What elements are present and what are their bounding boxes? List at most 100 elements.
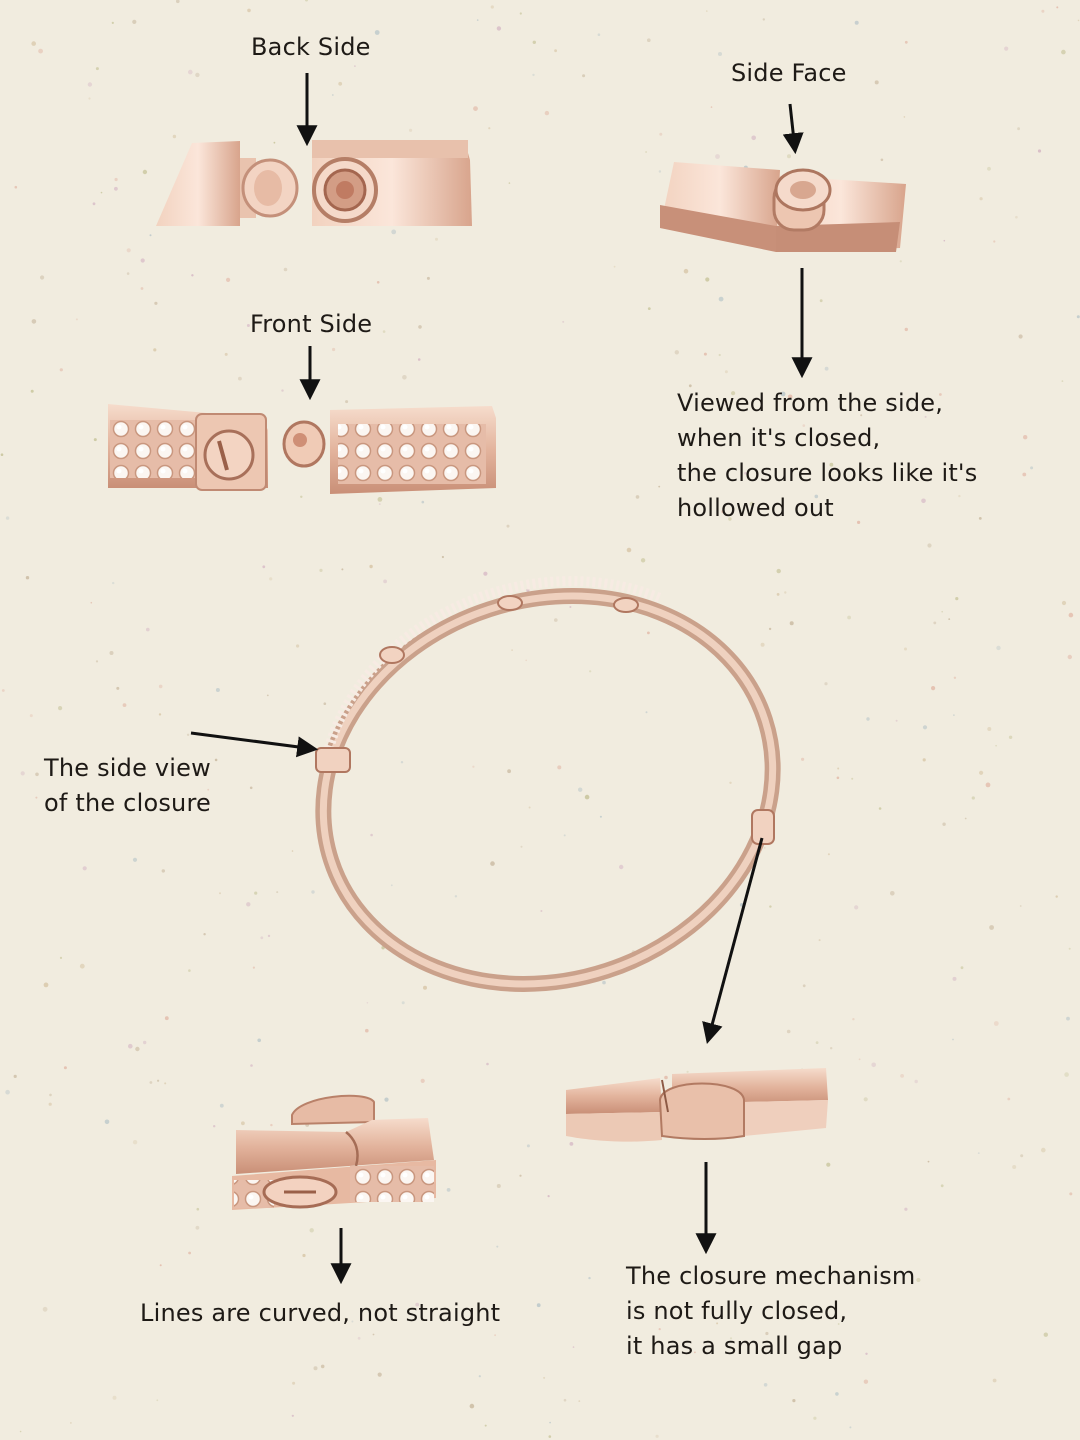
speckle — [716, 1322, 719, 1325]
speckle — [300, 495, 303, 498]
speckle — [1066, 1016, 1070, 1021]
speckle — [494, 1334, 496, 1337]
speckle — [158, 684, 163, 689]
speckle — [5, 516, 10, 520]
speckle — [854, 905, 859, 910]
speckle — [688, 384, 692, 388]
speckle — [446, 1188, 451, 1192]
speckle — [729, 781, 732, 784]
speckle — [525, 659, 527, 662]
speckle — [95, 67, 99, 71]
speckle — [544, 110, 550, 116]
speckle — [122, 703, 127, 707]
speckle — [354, 65, 356, 67]
speckle — [114, 186, 118, 191]
speckle — [835, 1392, 839, 1396]
speckle — [377, 497, 383, 502]
speckle — [645, 151, 647, 153]
speckle — [390, 884, 393, 887]
speckle — [401, 1001, 405, 1005]
speckle — [640, 558, 646, 563]
speckle — [0, 453, 4, 457]
speckle — [149, 1081, 153, 1084]
speckle — [763, 1383, 768, 1387]
speckle — [995, 744, 997, 747]
speckle — [765, 1331, 769, 1336]
bangle-image — [315, 576, 781, 992]
speckle — [454, 895, 458, 898]
speckle — [776, 593, 780, 596]
speckle — [554, 49, 557, 53]
speckle — [158, 713, 162, 716]
speckle — [1015, 215, 1018, 219]
speckle — [520, 845, 523, 848]
speckle — [63, 1066, 67, 1070]
speckle — [496, 1245, 499, 1248]
speckle — [207, 788, 210, 791]
speckle — [776, 568, 781, 574]
speckle — [126, 248, 131, 253]
speckle — [75, 318, 78, 321]
speckle — [140, 258, 145, 263]
speckle — [830, 1047, 833, 1050]
speckle — [543, 1376, 546, 1379]
speckle — [940, 1184, 944, 1188]
speckle — [483, 571, 488, 576]
speckle — [572, 1346, 575, 1348]
speckle — [35, 796, 38, 799]
speckle — [927, 543, 932, 548]
speckle — [476, 19, 479, 21]
speckle — [1008, 735, 1013, 739]
speckle — [365, 1028, 369, 1033]
speckle — [435, 237, 438, 241]
speckle — [854, 20, 859, 25]
speckle — [486, 1062, 489, 1066]
speckle — [904, 1207, 908, 1211]
speckle — [715, 154, 720, 159]
speckle — [391, 229, 397, 235]
speckle — [1037, 149, 1042, 153]
speckle — [109, 651, 114, 655]
speckle — [507, 769, 511, 774]
speckle — [647, 631, 650, 635]
speckle — [563, 1398, 567, 1402]
speckle — [114, 177, 118, 182]
speckle — [153, 348, 157, 352]
speckle — [904, 647, 907, 651]
speckle — [302, 1253, 306, 1258]
speckle — [837, 767, 840, 770]
speckle — [582, 74, 586, 78]
speckle — [472, 765, 475, 768]
speckle — [916, 1277, 921, 1283]
speckle — [70, 1422, 72, 1424]
speckle — [589, 670, 592, 673]
annotation-arrows — [190, 73, 813, 1285]
speckle — [599, 815, 602, 818]
speckle — [728, 517, 732, 521]
speckle — [814, 494, 819, 499]
speckle — [865, 1352, 868, 1356]
speckle — [815, 1041, 819, 1044]
speckle — [659, 132, 663, 136]
speckle — [157, 1079, 160, 1082]
speckle — [511, 649, 513, 651]
speckle — [1017, 127, 1020, 131]
speckle — [143, 1040, 147, 1045]
speckle — [786, 1029, 791, 1034]
speckle — [874, 80, 879, 85]
speckle — [979, 770, 984, 775]
speckle — [116, 686, 120, 690]
speckle — [890, 891, 895, 896]
speckle — [792, 1399, 796, 1403]
speckle — [993, 240, 996, 243]
speckle — [996, 645, 1001, 651]
speckle — [557, 765, 562, 770]
speckle — [528, 806, 531, 809]
speckle — [548, 1435, 552, 1438]
speckle — [895, 719, 898, 722]
speckle — [1061, 600, 1067, 606]
speckle — [59, 956, 63, 960]
speckle — [132, 1140, 138, 1145]
speckle — [40, 275, 45, 280]
speckle — [478, 1375, 481, 1378]
